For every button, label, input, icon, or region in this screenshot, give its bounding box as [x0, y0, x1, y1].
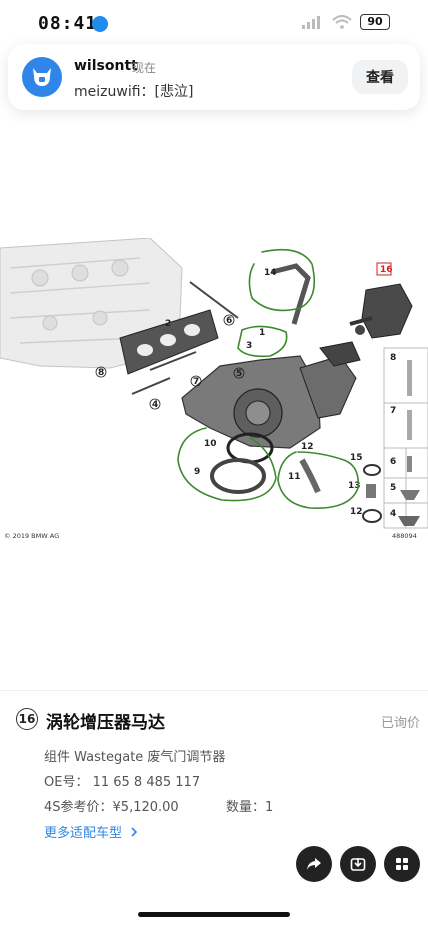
wastegate-actuator-drawing: [349, 283, 413, 339]
oe-number: OE号： 11 65 8 485 117: [44, 775, 201, 790]
inquiry-status: 已询价: [380, 716, 420, 731]
svg-text:12: 12: [350, 507, 363, 517]
notification-time: 现在: [132, 61, 157, 75]
image-number: 488094: [392, 532, 417, 540]
small-parts-box: [362, 347, 428, 529]
signal-icon: [302, 16, 320, 29]
svg-text:4: 4: [152, 400, 158, 410]
callout-labels: 14 16 1 3 2 6 8 7 5 4 10 9 11 12 13 8 7 …: [95, 262, 396, 519]
battery-icon: 90: [360, 14, 390, 30]
svg-text:5: 5: [236, 369, 242, 379]
svg-text:10: 10: [204, 439, 217, 449]
svg-text:4: 4: [390, 509, 396, 519]
notification-badge-icon: [92, 16, 108, 32]
more-link-label: 更多适配车型: [44, 826, 123, 841]
handwritten-annotations: [177, 248, 360, 509]
view-button[interactable]: 查看: [352, 60, 408, 94]
status-icons: 90: [302, 14, 390, 30]
status-bar: 08:41 90: [0, 0, 428, 46]
svg-text:14: 14: [264, 268, 277, 278]
more-compatible-models-link[interactable]: 更多适配车型: [44, 822, 138, 841]
svg-text:6: 6: [390, 457, 396, 467]
svg-text:9: 9: [194, 467, 200, 477]
turbocharger-drawing: [181, 341, 361, 449]
download-icon: [350, 858, 366, 871]
svg-text:8: 8: [390, 353, 396, 363]
app-avatar-icon: [22, 57, 62, 97]
wifi-icon: [332, 15, 352, 29]
share-button[interactable]: [296, 846, 332, 882]
svg-text:8: 8: [98, 368, 104, 378]
grid-icon: [396, 858, 408, 870]
svg-text:3: 3: [246, 341, 252, 351]
copyright-text: © 2019 BMW AG: [4, 532, 59, 540]
part-description: 组件 Wastegate 废气门调节器: [44, 750, 226, 765]
part-title: 涡轮增压器马达: [46, 713, 165, 733]
svg-text:7: 7: [390, 406, 396, 416]
save-button[interactable]: [340, 846, 376, 882]
svg-text:7: 7: [193, 377, 199, 387]
svg-text:13: 13: [348, 481, 361, 491]
svg-text:15: 15: [350, 453, 363, 463]
svg-text:5: 5: [390, 483, 396, 493]
svg-text:1: 1: [259, 328, 265, 338]
reference-price: 4S参考价：¥5,120.00: [44, 800, 179, 815]
gasket-drawing: [119, 309, 219, 375]
part-number-badge: 16: [16, 708, 38, 730]
svg-text:11: 11: [288, 472, 301, 482]
grid-menu-button[interactable]: [384, 846, 420, 882]
notification-banner[interactable]: wilsontt 现在 meizuwifi：[悲泣] 查看: [8, 44, 420, 110]
svg-text:2: 2: [165, 319, 171, 329]
chevron-right-icon: [131, 827, 138, 837]
home-indicator[interactable]: [138, 912, 290, 917]
part-detail-sheet: 16 涡轮增压器马达 已询价 组件 Wastegate 废气门调节器 OE号： …: [0, 690, 428, 926]
status-time: 08:41: [38, 13, 98, 34]
parts-diagram: 14 16 1 3 2 6 8 7 5 4 10 9 11 12 13 8 7 …: [0, 237, 428, 548]
quantity: 数量：1: [226, 800, 274, 815]
svg-text:12: 12: [301, 442, 314, 452]
notification-app-name: wilsontt: [74, 58, 138, 74]
share-icon: [307, 858, 321, 870]
svg-text:6: 6: [226, 316, 232, 326]
notification-message: meizuwifi：[悲泣]: [74, 84, 194, 100]
svg-text:16: 16: [380, 265, 393, 275]
